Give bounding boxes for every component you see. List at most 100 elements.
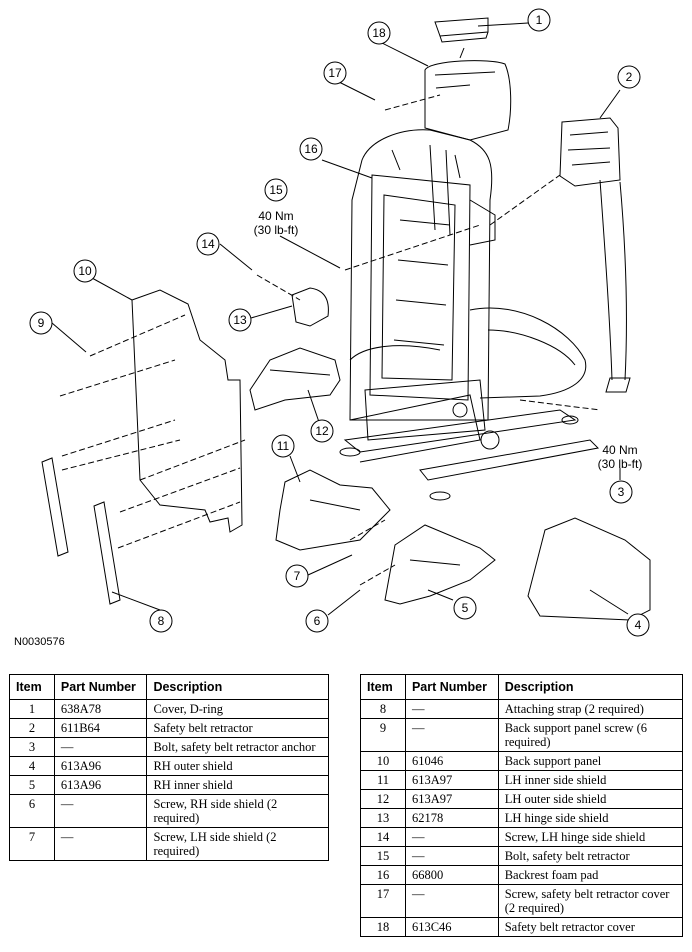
callout-12: 12 xyxy=(310,419,334,443)
cell-item: 5 xyxy=(9,775,55,795)
callout-16: 16 xyxy=(299,137,323,161)
svg-text:17: 17 xyxy=(328,66,342,80)
cell-item: 17 xyxy=(360,884,406,918)
callout-7: 7 xyxy=(285,564,309,588)
figure-id: N0030576 xyxy=(14,636,65,648)
callout-6: 6 xyxy=(305,609,329,633)
cell-item: 14 xyxy=(360,827,406,847)
header-part-number: Part Number xyxy=(404,674,499,700)
cell-part-number: 638A78 xyxy=(53,699,148,719)
lh-inner-side-shield xyxy=(275,469,391,551)
d-ring-cover xyxy=(434,17,489,43)
screw-lines xyxy=(59,94,601,586)
cell-description: RH outer shield xyxy=(146,756,329,776)
cell-item: 12 xyxy=(360,789,406,809)
cell-part-number: — xyxy=(404,846,499,866)
callout-4: 4 xyxy=(626,613,650,637)
table-row: 6—Screw, RH side shield (2 required) xyxy=(9,794,329,828)
cell-part-number: — xyxy=(404,884,499,918)
header-description: Description xyxy=(497,674,684,700)
lh-outer-side-shield xyxy=(249,347,341,411)
torque-3-lbft: (30 lb-ft) xyxy=(598,457,643,471)
cell-item: 18 xyxy=(360,917,406,937)
svg-text:15: 15 xyxy=(269,183,283,197)
torque-labels: 40 Nm (30 lb-ft) 40 Nm (30 lb-ft) xyxy=(254,209,643,471)
header-part-number: Part Number xyxy=(53,674,148,700)
cell-item: 15 xyxy=(360,846,406,866)
callout-1: 1 xyxy=(527,8,551,32)
torque-3-nm: 40 Nm xyxy=(602,443,637,457)
cell-part-number: 613C46 xyxy=(404,917,499,937)
cell-description: Bolt, safety belt retractor anchor xyxy=(146,737,329,757)
cell-description: LH outer side shield xyxy=(497,789,684,809)
rh-outer-shield xyxy=(527,517,651,621)
svg-text:3: 3 xyxy=(618,485,625,499)
svg-text:18: 18 xyxy=(372,26,386,40)
cell-description: Screw, LH hinge side shield xyxy=(497,827,684,847)
cell-part-number: 613A97 xyxy=(404,789,499,809)
cell-description: LH inner side shield xyxy=(497,770,684,790)
cell-description: Screw, RH side shield (2 required) xyxy=(146,794,329,828)
header-item: Item xyxy=(9,674,55,700)
svg-text:11: 11 xyxy=(277,439,290,453)
header-item: Item xyxy=(360,674,406,700)
callout-8: 8 xyxy=(149,609,173,633)
callout-14: 14 xyxy=(196,232,220,256)
backrest-frame xyxy=(349,129,496,421)
seat-cushion xyxy=(349,307,587,399)
cell-description: Bolt, safety belt retractor xyxy=(497,846,684,866)
callout-2: 2 xyxy=(617,65,641,89)
exploded-seat-diagram: 1 2 3 4 5 6 7 8 9 10 11 12 13 14 15 16 1… xyxy=(29,8,651,637)
cell-part-number: 613A97 xyxy=(404,770,499,790)
cell-description: Back support panel screw (6 required) xyxy=(497,718,684,752)
cell-part-number: — xyxy=(404,699,499,719)
cell-description: Back support panel xyxy=(497,751,684,771)
callout-13: 13 xyxy=(228,308,252,332)
safety-belt-retractor xyxy=(559,117,631,393)
callout-9: 9 xyxy=(29,311,53,335)
table-row: 7—Screw, LH side shield (2 required) xyxy=(9,827,329,861)
cell-item: 1 xyxy=(9,699,55,719)
back-support-panel xyxy=(131,289,243,533)
leader-lines xyxy=(51,22,629,616)
cell-part-number: 613A96 xyxy=(53,775,148,795)
callout-5: 5 xyxy=(453,596,477,620)
svg-text:1: 1 xyxy=(536,13,543,27)
cell-part-number: 613A96 xyxy=(53,756,148,776)
callout-15: 15 xyxy=(264,178,288,202)
svg-text:4: 4 xyxy=(635,618,642,632)
seat-track xyxy=(339,379,600,501)
table-row: 17—Screw, safety belt retractor cover (2… xyxy=(360,884,684,918)
cell-part-number: 611B64 xyxy=(53,718,148,738)
cell-item: 9 xyxy=(360,718,406,752)
cell-part-number: 62178 xyxy=(404,808,499,828)
svg-text:6: 6 xyxy=(314,614,321,628)
torque-15-lbft: (30 lb-ft) xyxy=(254,223,299,237)
cell-description: Cover, D-ring xyxy=(146,699,329,719)
callout-10: 10 xyxy=(73,259,97,283)
table-row: 8—Attaching strap (2 required) xyxy=(360,699,684,719)
cell-item: 16 xyxy=(360,865,406,885)
cell-description: Screw, LH side shield (2 required) xyxy=(146,827,329,861)
callout-17: 17 xyxy=(323,61,347,85)
table-header-row: Item Part Number Description xyxy=(9,674,329,700)
cell-part-number: — xyxy=(53,794,148,828)
table-row: 14—Screw, LH hinge side shield xyxy=(360,827,684,847)
callout-11: 11 xyxy=(271,434,295,458)
parts-table-right-body: 8—Attaching strap (2 required)9—Back sup… xyxy=(360,699,684,937)
cell-description: LH hinge side shield xyxy=(497,808,684,828)
table-row: 15—Bolt, safety belt retractor xyxy=(360,846,684,866)
callouts: 1 2 3 4 5 6 7 8 9 10 11 12 13 14 15 16 1… xyxy=(29,8,650,637)
retractor-cover xyxy=(424,47,512,141)
svg-text:9: 9 xyxy=(38,316,45,330)
svg-text:12: 12 xyxy=(315,424,329,438)
cell-item: 4 xyxy=(9,756,55,776)
table-row: 3—Bolt, safety belt retractor anchor xyxy=(9,737,329,757)
cell-description: Screw, safety belt retractor cover (2 re… xyxy=(497,884,684,918)
